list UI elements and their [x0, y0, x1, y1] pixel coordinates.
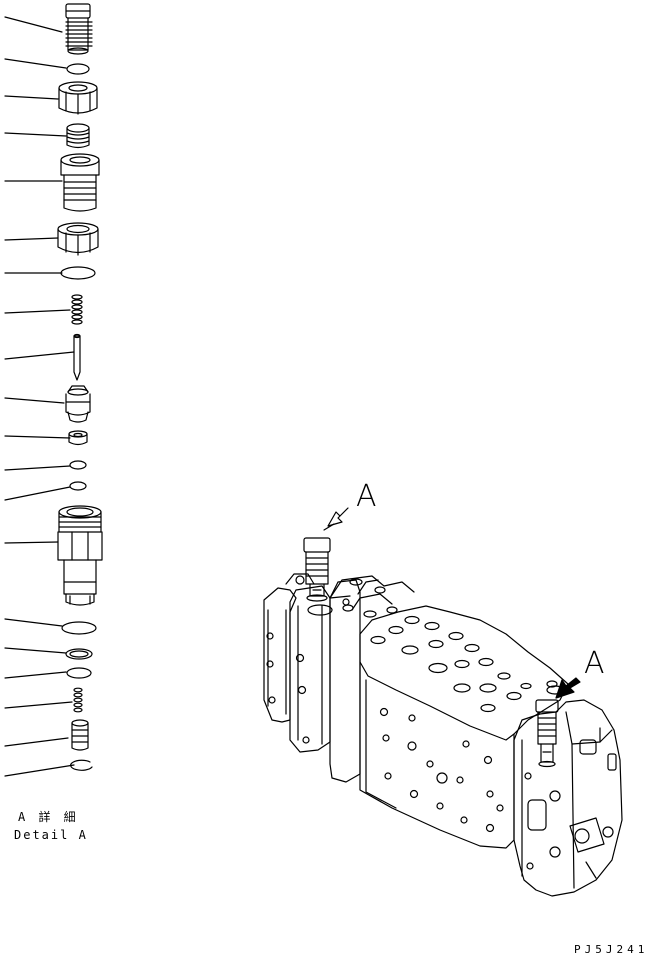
leader-lines	[4, 16, 75, 777]
callout-label-right: A	[584, 646, 605, 681]
installed-valve-left	[303, 537, 333, 616]
part-o-ring-small	[66, 63, 90, 75]
installed-valve-right	[535, 699, 559, 768]
figure-code: PJ5J241	[574, 943, 649, 956]
callout-label-left: A	[356, 479, 377, 514]
part-valve-cartridge	[57, 505, 103, 606]
part-adapter-body	[60, 153, 100, 212]
part-needle-pin	[73, 333, 81, 381]
part-large-nut	[57, 222, 99, 256]
part-seat	[68, 430, 88, 446]
valve-block-assembly	[263, 537, 623, 897]
callout-arrow-right	[555, 677, 581, 699]
part-o-ring-large	[60, 266, 96, 280]
part-poppet	[65, 385, 91, 423]
detail-caption-jp: A 詳 細	[18, 810, 79, 824]
part-threaded-ring	[66, 123, 90, 149]
part-snap-ring	[70, 759, 93, 771]
callout-arrow-left	[323, 507, 349, 531]
part-plug-threaded	[65, 3, 93, 55]
part-small-plug	[71, 719, 89, 751]
part-ring-b	[69, 481, 87, 491]
part-o-ring-c	[61, 621, 97, 635]
part-hex-nut	[58, 81, 98, 115]
part-spring	[71, 294, 83, 325]
detail-caption-en: Detail A	[14, 828, 88, 842]
part-spring-small	[73, 687, 83, 713]
part-ring-d	[66, 667, 92, 679]
part-ring-double	[65, 648, 93, 660]
part-ring-a	[69, 460, 87, 470]
